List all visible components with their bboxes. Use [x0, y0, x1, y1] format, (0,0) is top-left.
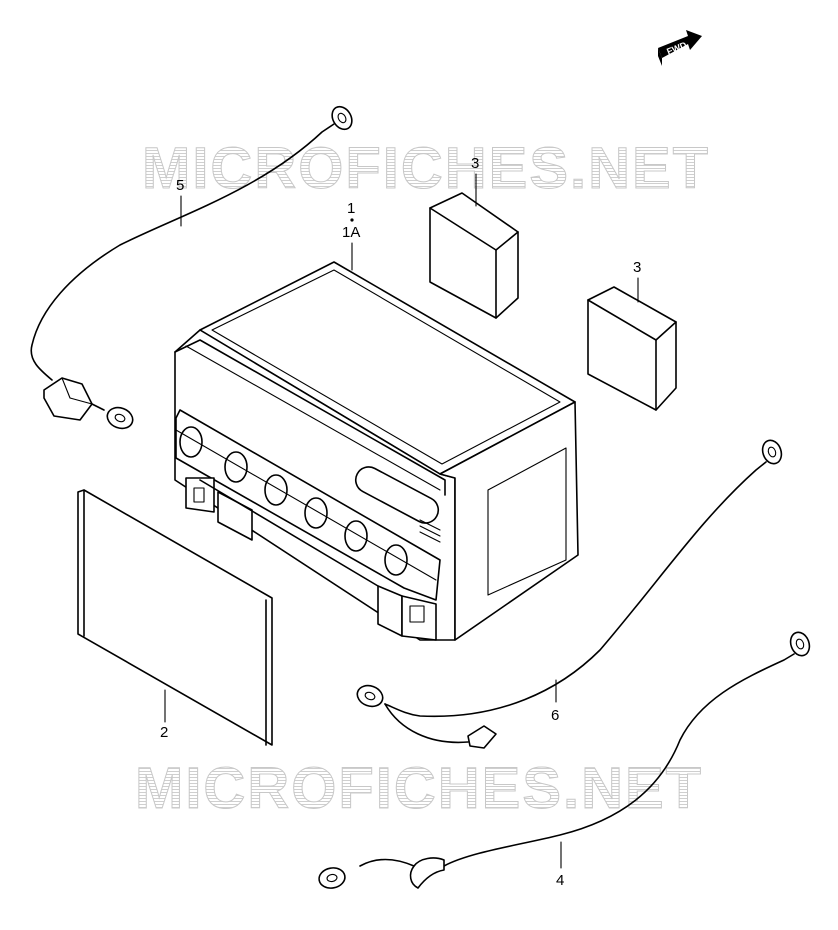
lead-right-illustration — [356, 439, 783, 749]
fwd-marker: FWD — [658, 30, 702, 66]
callout-lead-lower: 4 — [556, 872, 564, 889]
callout-pad-lower: 3 — [633, 259, 641, 276]
watermark-top: MICROFICHES.NET — [142, 136, 710, 201]
pad-lower-illustration — [587, 286, 677, 411]
pad-upper-illustration — [429, 192, 519, 319]
insulator-illustration — [77, 489, 273, 746]
arrow-right-icon — [658, 30, 702, 66]
callout-lead-right: 6 — [551, 707, 559, 724]
battery-illustration — [174, 261, 579, 641]
callout-battery-sub: 1A — [342, 224, 360, 241]
lead-left-illustration — [30, 105, 353, 430]
callout-battery: 1 — [347, 200, 355, 217]
callout-insulator: 2 — [160, 724, 168, 741]
fwd-label: FWD — [665, 40, 688, 57]
lead-lower-illustration — [318, 631, 811, 889]
callout-pad-upper: 3 — [471, 155, 479, 172]
watermark-bottom: MICROFICHES.NET — [135, 756, 703, 821]
callout-lead-left: 5 — [176, 177, 184, 194]
